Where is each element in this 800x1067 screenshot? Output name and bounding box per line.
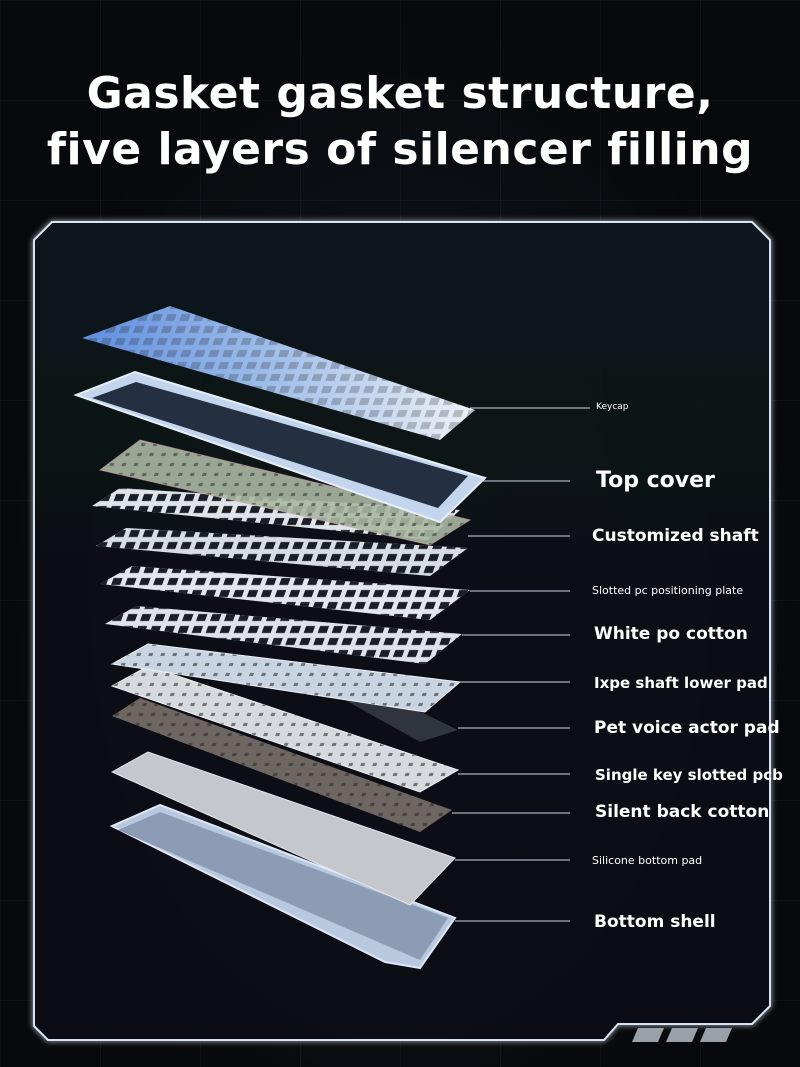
headline: Gasket gasket structure, five layers of … [0,66,800,178]
label-ixpe-pad: Ixpe shaft lower pad [594,674,768,692]
label-keycap: Keycap [596,402,629,412]
silent-back-cotton-layer [112,698,452,832]
label-white-po-cotton: White po cotton [594,624,748,644]
bottom-shell-layer [109,803,457,970]
label-bottom-shell: Bottom shell [594,912,716,932]
headline-line-2: five layers of silencer filling [46,124,754,175]
label-silicone-pad: Silicone bottom pad [592,854,703,867]
headline-line-1: Gasket gasket structure, [86,68,714,119]
label-top-cover: Top cover [596,468,715,493]
label-customized-shaft: Customized shaft [592,526,759,546]
silicone-bottom-pad-layer [110,751,456,906]
label-pet-pad: Pet voice actor pad [594,718,780,738]
keycap-layer [82,306,475,440]
label-pcb: Single key slotted pcb [595,766,783,784]
leader-lines [452,407,590,922]
label-pc-plate: Slotted pc positioning plate [592,584,744,597]
decorative-stripes [632,1028,732,1042]
white-po-cotton-layer [105,606,462,664]
top-cover-layer [73,370,487,524]
switch-layer [98,439,472,546]
pcb-layer [110,665,460,793]
label-silent-back-cotton: Silent back cotton [595,802,770,822]
